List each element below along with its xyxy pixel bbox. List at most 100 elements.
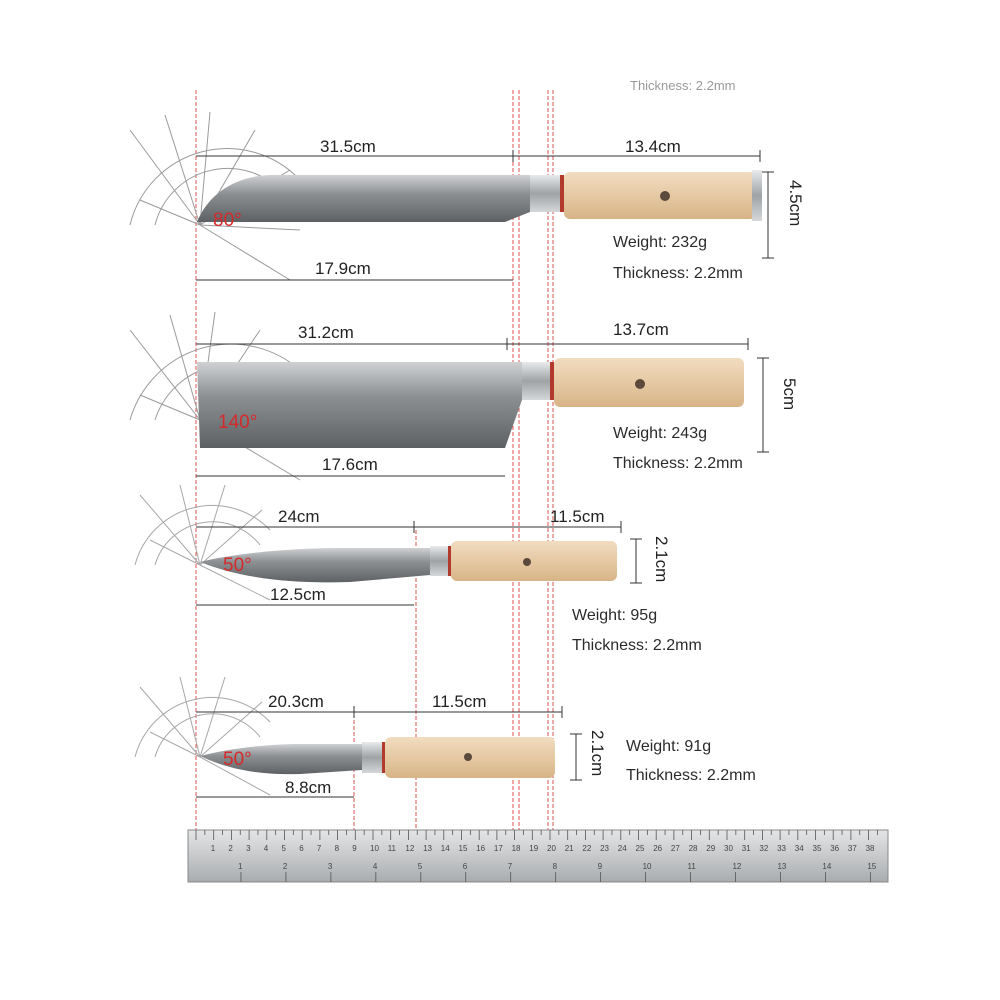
ruler-inch-label: 11 <box>688 862 697 871</box>
knife-nakiri: 140° 31.2cm 13.7cm 17.6cm 5cm Weight: 24… <box>129 311 799 481</box>
ruler-cm-label: 22 <box>582 844 591 853</box>
height: 2.1cm <box>652 536 671 582</box>
overall-length: 31.2cm <box>298 323 354 342</box>
height: 4.5cm <box>786 180 805 226</box>
blade-length: 17.9cm <box>315 259 371 278</box>
blade <box>197 362 522 448</box>
angle-label: 80° <box>213 210 242 231</box>
ruler-cm-label: 23 <box>600 844 609 853</box>
ruler-cm-label: 1 <box>211 844 216 853</box>
weight: Weight: 243g <box>613 425 707 442</box>
ruler-cm-label: 18 <box>512 844 521 853</box>
ruler-cm-label: 15 <box>459 844 468 853</box>
ruler-cm-label: 6 <box>299 844 304 853</box>
protractor <box>134 484 271 601</box>
ruler-cm-label: 37 <box>848 844 857 853</box>
ruler-cm-label: 30 <box>724 844 733 853</box>
ruler-inch-label: 2 <box>283 862 288 871</box>
thickness: Thickness: 2.2mm <box>613 265 743 282</box>
ruler-cm-label: 33 <box>777 844 786 853</box>
handle <box>564 172 756 219</box>
knife-utility: 50° 24cm 11.5cm 12.5cm 2.1cm Weight: 95g… <box>134 484 702 654</box>
height: 2.1cm <box>588 730 607 776</box>
ruler-cm-label: 20 <box>547 844 556 853</box>
angle-label: 140° <box>218 412 257 433</box>
ruler-cm-label: 32 <box>759 844 768 853</box>
handle <box>554 358 744 407</box>
ruler-cm-label: 36 <box>830 844 839 853</box>
ruler-cm-label: 13 <box>423 844 432 853</box>
ruler-inch-label: 12 <box>732 862 741 871</box>
ruler-cm-label: 25 <box>636 844 645 853</box>
ruler-inch-label: 9 <box>598 862 603 871</box>
ruler-cm-label: 27 <box>671 844 680 853</box>
ruler-cm-label: 35 <box>813 844 822 853</box>
ruler-cm-label: 3 <box>246 844 251 853</box>
thickness: Thickness: 2.2mm <box>613 455 743 472</box>
weight: Weight: 232g <box>613 234 707 251</box>
ruler-inch-label: 8 <box>553 862 558 871</box>
ruler-cm-label: 17 <box>494 844 503 853</box>
ruler-cm-label: 31 <box>742 844 751 853</box>
ruler-inch-label: 5 <box>418 862 423 871</box>
ruler-cm-label: 28 <box>689 844 698 853</box>
cropped-top-text: Thickness: 2.2mm <box>630 78 735 93</box>
angle-label: 50° <box>223 749 252 770</box>
ruler-cm-label: 12 <box>405 844 414 853</box>
blade-length: 12.5cm <box>270 585 326 604</box>
ruler-cm-label: 11 <box>388 844 397 853</box>
ruler-cm-label: 14 <box>441 844 450 853</box>
ruler-cm-label: 38 <box>866 844 875 853</box>
ruler-cm-label: 16 <box>476 844 485 853</box>
ruler-inch-label: 4 <box>373 862 378 871</box>
ruler-cm-label: 26 <box>653 844 662 853</box>
ruler-cm-label: 19 <box>529 844 538 853</box>
handle-length: 11.5cm <box>432 692 487 711</box>
thickness: Thickness: 2.2mm <box>626 767 756 784</box>
ruler-inch-label: 15 <box>867 862 876 871</box>
ruler-cm-label: 2 <box>228 844 233 853</box>
ruler-cm-label: 29 <box>706 844 715 853</box>
overall-length: 24cm <box>278 507 320 526</box>
ruler-inch-label: 10 <box>643 862 652 871</box>
ruler-inch-label: 7 <box>508 862 513 871</box>
rivet-icon <box>635 379 645 389</box>
angle-label: 50° <box>223 555 252 576</box>
ruler-cm-label: 8 <box>335 844 340 853</box>
knife-santoku: 80° 31.5cm 13.4cm 17.9cm 4.5cm Weight: 2… <box>129 111 805 282</box>
bolster <box>362 742 382 773</box>
ruler-cm-label: 9 <box>352 844 357 853</box>
handle-length: 13.4cm <box>625 137 681 156</box>
ruler-cm-label: 7 <box>317 844 322 853</box>
handle <box>451 541 617 581</box>
ruler-cm-label: 4 <box>264 844 269 853</box>
ruler-inch-label: 13 <box>777 862 786 871</box>
ruler-inch-label: 1 <box>238 862 243 871</box>
height: 5cm <box>780 378 799 410</box>
protractor <box>129 111 301 281</box>
ruler-inch-label: 3 <box>328 862 333 871</box>
blade-length: 8.8cm <box>285 778 331 797</box>
rivet-icon <box>660 191 670 201</box>
blade-length: 17.6cm <box>322 455 378 474</box>
blade <box>200 744 362 775</box>
ruler-inch-label: 14 <box>822 862 831 871</box>
ruler-cm-label: 10 <box>370 844 379 853</box>
protractor <box>134 676 271 796</box>
ruler-cm-label: 34 <box>795 844 804 853</box>
ruler-cm-label: 24 <box>618 844 627 853</box>
rivet-icon <box>523 558 531 566</box>
bolster <box>530 175 560 212</box>
bolster <box>522 362 550 400</box>
handle-length: 11.5cm <box>550 507 605 526</box>
blade <box>197 175 530 222</box>
weight: Weight: 91g <box>626 738 711 755</box>
overall-length: 31.5cm <box>320 137 376 156</box>
ruler-cm-label: 5 <box>282 844 287 853</box>
ruler-cm-label: 21 <box>565 844 574 853</box>
blade <box>200 548 430 583</box>
